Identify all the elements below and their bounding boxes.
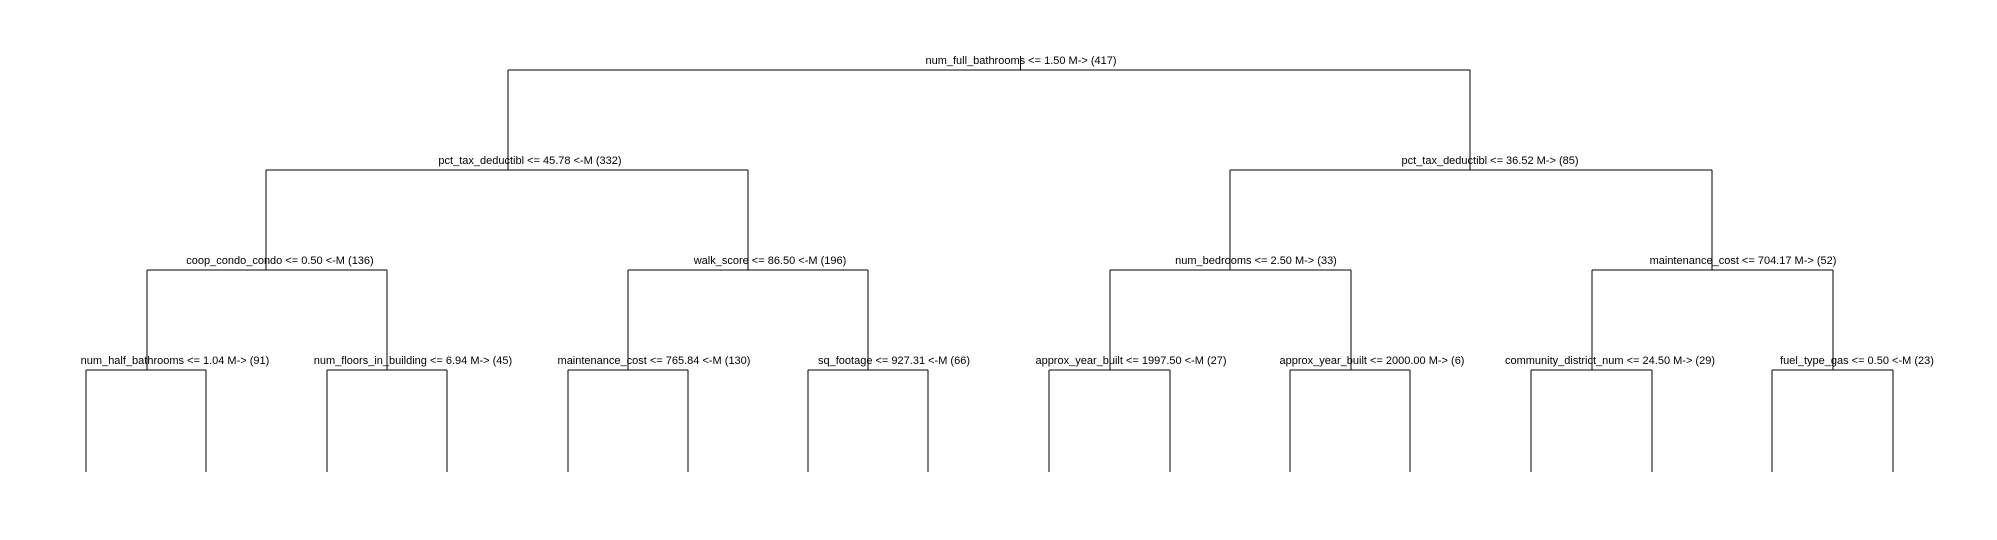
node-label-n8: num_floors_in_building <= 6.94 M-> (45) (314, 355, 512, 367)
node-label-n13: community_district_num <= 24.50 M-> (29) (1505, 355, 1715, 367)
node-label-n4: walk_score <= 86.50 <-M (196) (693, 255, 847, 267)
node-label-n3: coop_condo_condo <= 0.50 <-M (136) (186, 255, 373, 267)
node-label-n14: fuel_type_gas <= 0.50 <-M (23) (1780, 355, 1934, 367)
tree-node-labels: num_full_bathrooms <= 1.50 M-> (417) pct_… (81, 55, 1934, 367)
node-label-n10: sq_footage <= 927.31 <-M (66) (818, 355, 970, 367)
node-label-n7: num_half_bathrooms <= 1.04 M-> (91) (81, 355, 270, 367)
node-label-n5: num_bedrooms <= 2.50 M-> (33) (1175, 255, 1337, 267)
node-label-n6: maintenance_cost <= 704.17 M-> (52) (1650, 255, 1837, 267)
node-label-n11: approx_year_built <= 1997.50 <-M (27) (1035, 355, 1226, 367)
node-label-n2: pct_tax_deductibl <= 36.52 M-> (85) (1401, 155, 1578, 167)
tree-edges (85, 56, 1894, 472)
node-label-n0: num_full_bathrooms <= 1.50 M-> (417) (925, 55, 1116, 67)
node-label-n1: pct_tax_deductibl <= 45.78 <-M (332) (438, 155, 621, 167)
node-label-n12: approx_year_built <= 2000.00 M-> (6) (1280, 355, 1465, 367)
node-label-n9: maintenance_cost <= 765.84 <-M (130) (558, 355, 751, 367)
